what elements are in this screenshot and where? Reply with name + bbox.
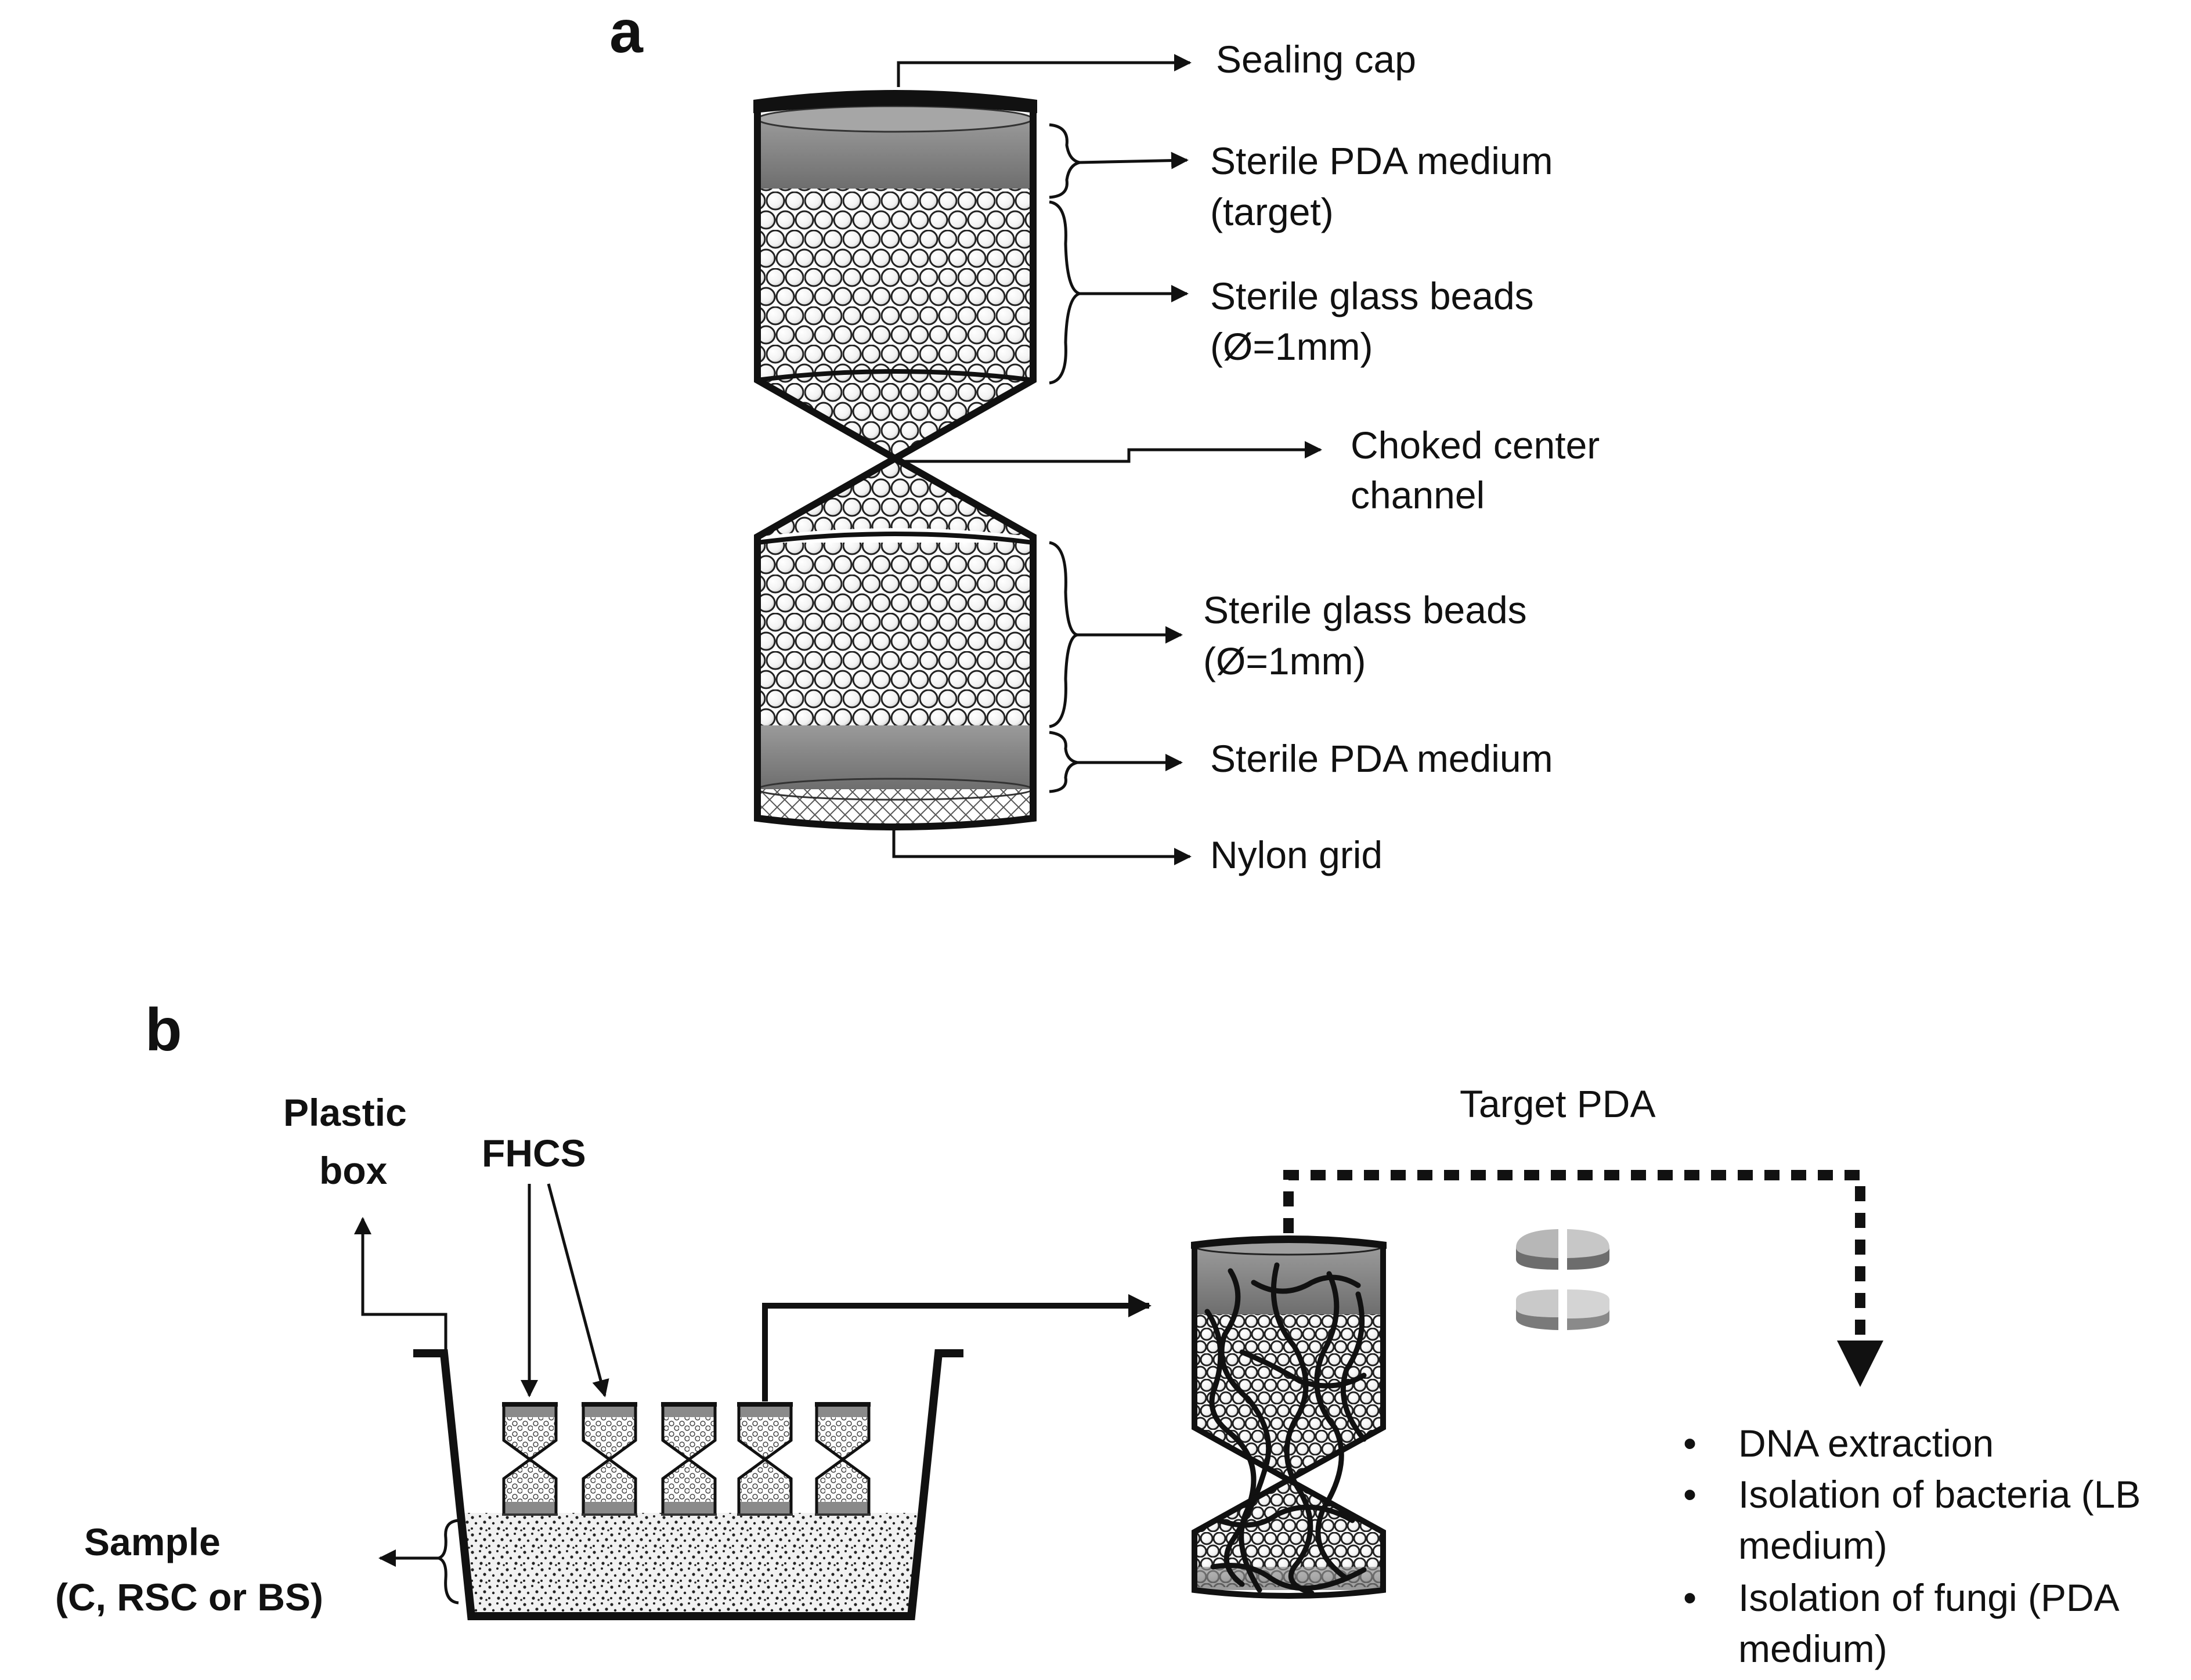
pda-disc-quartered bbox=[1516, 1229, 1609, 1330]
label-beads-top-line2: (Ø=1mm) bbox=[1210, 325, 1373, 368]
label-fhcs: FHCS bbox=[482, 1132, 586, 1175]
colonised-fhcs-column bbox=[1191, 1235, 1387, 1599]
fhcs-mini-column bbox=[737, 1402, 793, 1516]
fhcs-mini-column bbox=[661, 1402, 717, 1516]
lower-glass-beads bbox=[757, 543, 1033, 728]
label-beads-top-line1: Sterile glass beads bbox=[1210, 274, 1534, 317]
bullet-2: • bbox=[1683, 1473, 1697, 1516]
fhcs-mini-column bbox=[815, 1402, 871, 1516]
soil-sample bbox=[459, 1513, 926, 1613]
bullet-3: • bbox=[1683, 1576, 1697, 1619]
panel-a-labels: Sealing cap Sterile PDA medium (target) … bbox=[1203, 38, 1600, 876]
panel-a-leaders bbox=[892, 54, 1322, 865]
plastic-box-arrow bbox=[354, 1217, 447, 1352]
label-plastic-box-line1: Plastic bbox=[283, 1091, 407, 1134]
plastic-box bbox=[413, 1349, 963, 1620]
label-choked-line2: channel bbox=[1351, 474, 1485, 516]
fhcs-mini-column bbox=[502, 1402, 558, 1516]
label-sample-line2: (C, RSC or BS) bbox=[55, 1576, 323, 1618]
label-target-pda: Target PDA bbox=[1460, 1082, 1655, 1125]
label-pda-target-line2: (target) bbox=[1210, 190, 1334, 233]
sample-brace bbox=[434, 1519, 459, 1605]
hyphae-network bbox=[1204, 1262, 1367, 1596]
panel-a-letter: a bbox=[609, 0, 644, 66]
panel-b-letter: b bbox=[145, 996, 182, 1064]
label-pda-target-line1: Sterile PDA medium bbox=[1210, 139, 1553, 182]
fhcs-mini-column bbox=[582, 1402, 637, 1516]
label-beads-bottom-line2: (Ø=1mm) bbox=[1203, 640, 1366, 682]
fhcs-arrow-2 bbox=[547, 1183, 609, 1397]
upper-glass-beads bbox=[757, 186, 1033, 380]
label-choked-line1: Choked center bbox=[1351, 424, 1600, 467]
analysis-item-1: DNA extraction bbox=[1738, 1422, 1994, 1465]
label-plastic-box-line2: box bbox=[319, 1149, 388, 1192]
label-sealing-cap: Sealing cap bbox=[1216, 38, 1416, 81]
label-nylon-grid: Nylon grid bbox=[1210, 833, 1383, 876]
fhcs-columns bbox=[502, 1402, 871, 1516]
analysis-item-2: Isolation of bacteria (LB bbox=[1738, 1473, 2141, 1516]
label-sample-line1: Sample bbox=[84, 1520, 221, 1563]
extract-column-arrow bbox=[762, 1294, 1152, 1401]
label-beads-bottom-line1: Sterile glass beads bbox=[1203, 588, 1527, 631]
analysis-item-2b: medium) bbox=[1738, 1524, 1887, 1567]
target-pda-dashed-arrow bbox=[1283, 1170, 1865, 1341]
analysis-item-3: Isolation of fungi (PDA bbox=[1738, 1576, 2120, 1619]
label-pda-bottom: Sterile PDA medium bbox=[1210, 737, 1553, 780]
sealing-cap bbox=[753, 90, 1037, 113]
choked-center-channel bbox=[757, 383, 895, 537]
analysis-list: • DNA extraction • Isolation of bacteria… bbox=[1683, 1422, 2141, 1670]
analysis-item-3b: medium) bbox=[1738, 1627, 1887, 1670]
fhcs-column-detail bbox=[753, 90, 1037, 830]
bullet-1: • bbox=[1683, 1422, 1697, 1465]
